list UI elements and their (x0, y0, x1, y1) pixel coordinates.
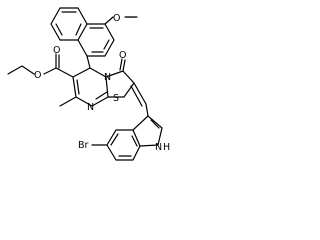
pyrimidine-double-bond (76, 79, 80, 95)
label-o-ketone: O (119, 50, 126, 61)
indole-link-bond (145, 103, 149, 117)
bond-lines (7, 7, 163, 161)
label-s-ring: S (113, 93, 119, 104)
ketone-bond (119, 58, 126, 72)
label-h-indole: H (163, 142, 170, 153)
methoxy-bond (104, 16, 114, 25)
label-methyl-dash: — (126, 12, 136, 23)
ethyl-bond (7, 65, 35, 75)
label-n-ring: N (104, 72, 111, 83)
pyrrole-double-bond (150, 119, 160, 129)
label-o-methoxy: O (113, 13, 120, 24)
benzene-ring (106, 129, 141, 161)
label-o-ester-carbonyl: O (53, 45, 60, 56)
benzene-inner-bonds (110, 133, 138, 157)
aryl-link-bond (86, 55, 91, 69)
chemical-structure: O — O O O N S N Br N H (7, 7, 170, 161)
atom-labels: O — O O O N S N Br N H (34, 12, 170, 153)
pyrrole-ring (132, 115, 163, 147)
exocyclic-double-bond (130, 82, 147, 107)
naphthalene-ring-b (77, 23, 115, 57)
carbonyl-bond (55, 53, 60, 69)
label-o-ester: O (34, 70, 41, 81)
ester-o-bond (43, 67, 57, 75)
cn-double-bond (95, 91, 108, 100)
methyl-bond (59, 96, 77, 107)
ester-bond (55, 67, 74, 78)
label-n-indole: N (155, 142, 162, 153)
naphthalene-inner-bonds (55, 11, 110, 53)
label-bromine: Br (78, 140, 89, 151)
label-n-pyrimidine: N (87, 102, 94, 113)
